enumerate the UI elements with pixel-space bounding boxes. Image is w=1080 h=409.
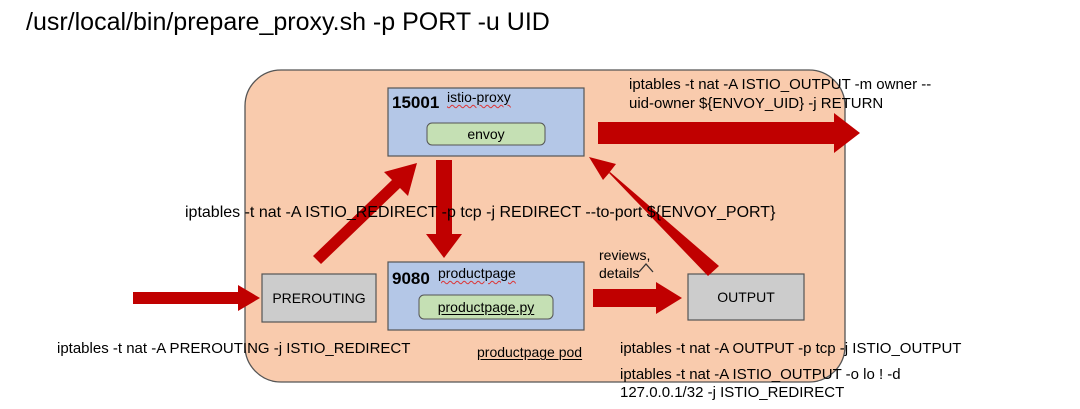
details-mark — [638, 263, 654, 273]
rule-return-line1: iptables -t nat -A ISTIO_OUTPUT -m owner… — [629, 76, 932, 93]
envoy-box[interactable] — [426, 122, 546, 146]
output-label: OUTPUT — [717, 289, 775, 305]
istio-proxy-port: 15001 — [392, 93, 440, 112]
productpage-py-box[interactable] — [418, 294, 554, 320]
output-box[interactable] — [687, 273, 805, 321]
arrow-productpage-to-output — [593, 282, 682, 314]
rule-redirect: iptables -t nat -A ISTIO_REDIRECT -p tcp… — [185, 204, 776, 221]
pod-label: productpage pod — [477, 344, 583, 360]
rule-prerouting: iptables -t nat -A PREROUTING -j ISTIO_R… — [57, 340, 411, 357]
arrow-to-egress — [598, 113, 860, 153]
rule-lo-line2: 127.0.0.1/32 -j ISTIO_REDIRECT — [620, 384, 845, 401]
prerouting-label: PREROUTING — [272, 290, 366, 306]
arrow-prerouting-to-proxy — [313, 163, 417, 264]
rule-lo-line1: iptables -t nat -A ISTIO_OUTPUT -o lo ! … — [620, 366, 901, 383]
services-label-details: details — [599, 265, 640, 281]
productpage-port: 9080 — [392, 269, 430, 288]
services-label-reviews: reviews, — [599, 247, 651, 263]
arrow-to-prerouting — [133, 285, 260, 311]
productpage-name: productpage — [438, 265, 516, 281]
page-title: /usr/local/bin/prepare_proxy.sh -p PORT … — [26, 8, 550, 36]
rule-return-line2: uid-owner ${ENVOY_UID} -j RETURN — [629, 95, 884, 112]
istio-proxy-name: istio-proxy — [447, 89, 511, 105]
productpage-py-label: productpage.py — [437, 299, 535, 315]
envoy-label: envoy — [467, 126, 505, 142]
arrow-proxy-to-productpage — [426, 160, 462, 258]
prerouting-box[interactable] — [261, 273, 377, 323]
rule-output: iptables -t nat -A OUTPUT -p tcp -j ISTI… — [620, 340, 962, 357]
arrow-output-to-proxy — [589, 157, 719, 276]
